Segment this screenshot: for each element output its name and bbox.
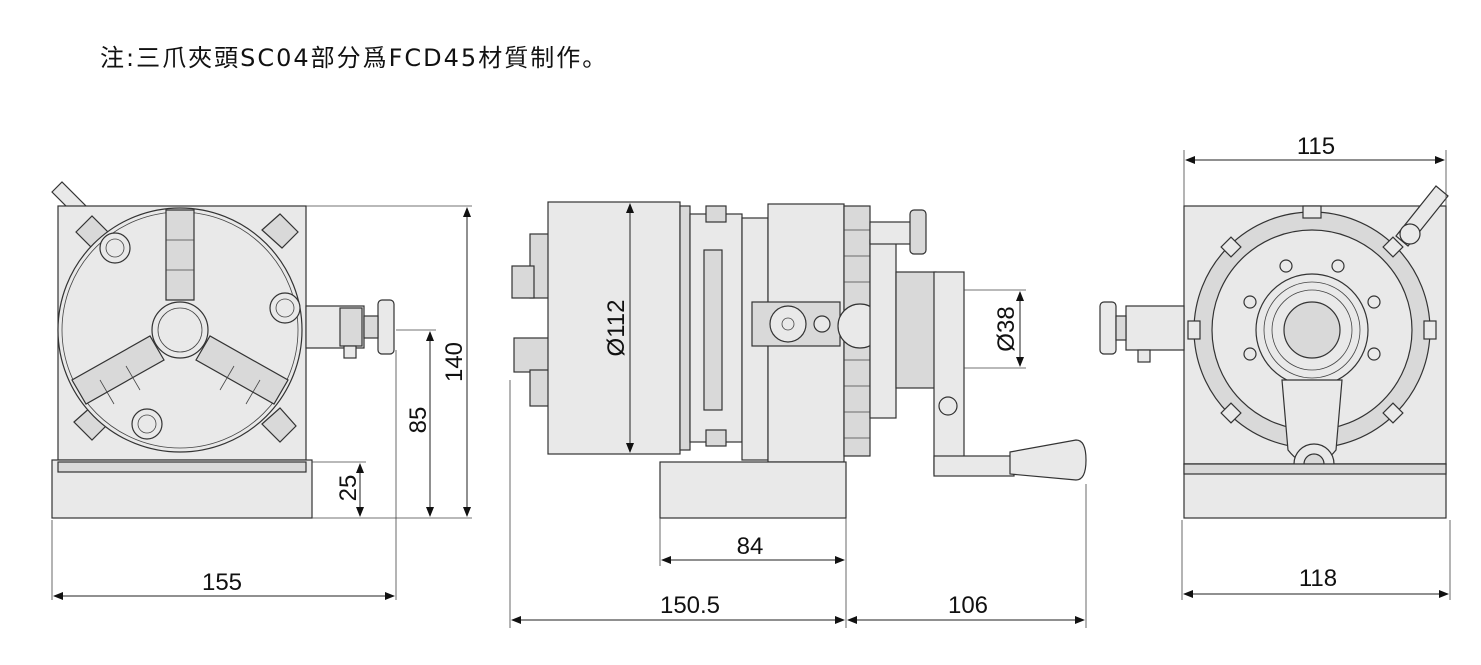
base-width-label: 118	[1299, 565, 1337, 592]
back-view	[1099, 185, 1449, 519]
shaft-diameter-label: Ø38	[993, 306, 1020, 351]
front-dimensions: 155 140 85 25	[51, 205, 472, 600]
front-height-label: 140	[441, 342, 468, 382]
side-dimensions: Ø112 Ø38 84 150.5 106	[509, 203, 1087, 628]
base-length-label: 84	[737, 533, 764, 560]
material-note: 注:三爪夾頭SC04部分爲FCD45材質制作。	[100, 44, 609, 72]
front-width-label: 155	[202, 569, 242, 596]
index-wheel-teeth	[844, 229, 870, 439]
side-view	[511, 201, 1087, 519]
body-length-label: 150.5	[660, 592, 720, 619]
base-height-label: 25	[335, 475, 362, 502]
chuck-diameter-label: Ø112	[603, 300, 630, 357]
back-dimensions: 115 118	[1181, 133, 1451, 600]
handle-length-label: 106	[948, 592, 988, 619]
center-height-label: 85	[405, 407, 432, 434]
top-width-label: 115	[1297, 133, 1335, 160]
front-view	[51, 181, 395, 519]
